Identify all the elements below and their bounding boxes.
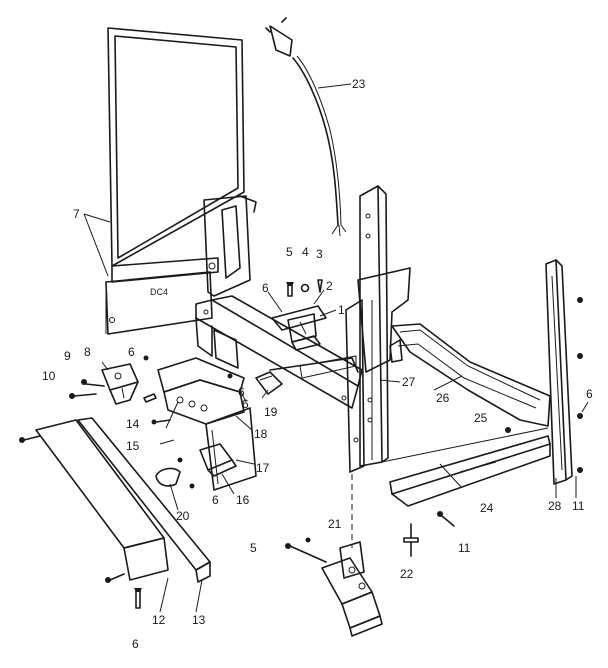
callout-12: 12	[152, 613, 166, 627]
part-18-control-bracket	[143, 357, 245, 425]
callout-2: 2	[326, 279, 333, 293]
part-22-leveling-screw	[403, 523, 419, 557]
part-7-front-panel: DC4	[105, 27, 245, 335]
part-24-bottom-rail	[381, 427, 551, 507]
callout-10: 10	[42, 369, 56, 383]
callout-25: 25	[474, 411, 488, 425]
callout-28: 28	[548, 499, 562, 513]
callout-15: 15	[126, 439, 140, 453]
panel-plate-text: DC4	[150, 287, 168, 297]
part-23-power-cord	[265, 17, 347, 237]
callout-11-lower: 11	[458, 541, 471, 555]
leader-lines	[83, 83, 589, 613]
callout-21: 21	[328, 517, 342, 531]
callout-labels: 23 7 5 4 3 6 2 1 9 8 6 10 27 26 6 25 6 1…	[42, 77, 593, 651]
callout-5-lower: 5	[250, 541, 257, 555]
part-27-right-frame	[345, 185, 411, 473]
callout-18: 18	[254, 427, 268, 441]
callout-27: 27	[402, 375, 416, 389]
callout-6-mid: 6	[128, 345, 135, 359]
part-19-bracket	[255, 371, 283, 395]
misc-screws	[143, 297, 583, 527]
part-16-latch	[177, 443, 237, 489]
part-26-rail	[389, 323, 551, 427]
callout-26: 26	[436, 391, 450, 405]
part-8-switch	[69, 363, 139, 405]
part-28-side-rail	[545, 259, 573, 485]
callout-6-extra: 6	[238, 385, 245, 399]
callout-6-lower: 6	[212, 493, 219, 507]
callout-8: 8	[84, 345, 91, 359]
part-21-leg-assembly	[285, 537, 383, 637]
callout-14: 14	[126, 417, 140, 431]
callout-22: 22	[400, 567, 414, 581]
callout-6-center: 6	[242, 397, 249, 411]
callout-6-upper: 6	[262, 281, 269, 295]
callout-1: 1	[338, 303, 345, 317]
callout-6-right: 6	[586, 387, 593, 401]
main-cross-member	[195, 295, 363, 409]
callout-17: 17	[256, 461, 270, 475]
callout-24: 24	[480, 501, 494, 515]
callout-16: 16	[236, 493, 250, 507]
callout-23: 23	[352, 77, 366, 91]
callout-13: 13	[192, 613, 206, 627]
callout-9: 9	[64, 349, 71, 363]
callout-11-right: 11	[572, 499, 585, 513]
callout-20: 20	[176, 509, 190, 523]
callout-4: 4	[302, 245, 309, 259]
screws-3-4-5	[286, 279, 323, 297]
left-side-frame-bracket	[203, 195, 257, 297]
callout-7: 7	[73, 207, 80, 221]
callout-5-top: 5	[286, 245, 293, 259]
callout-19: 19	[264, 405, 278, 419]
part-17-plate	[205, 407, 257, 491]
part-1-2-module	[271, 305, 327, 351]
part-12-13-kick-plate	[19, 417, 211, 609]
callout-3: 3	[316, 247, 323, 261]
callout-6-bottom: 6	[132, 637, 139, 651]
part-20-cap	[155, 467, 181, 487]
